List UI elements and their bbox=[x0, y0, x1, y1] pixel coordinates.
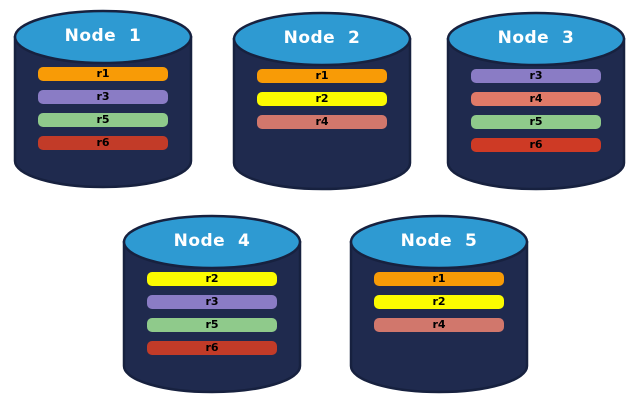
replica-bar: r2 bbox=[374, 295, 504, 309]
database-node-3: Node 3 r3 r4 r5 r6 bbox=[446, 9, 626, 195]
replica-label: r4 bbox=[432, 318, 446, 331]
replica-list: r1 r3 r5 r6 bbox=[38, 67, 168, 150]
replica-label: r3 bbox=[205, 295, 219, 308]
replica-bar: r4 bbox=[374, 318, 504, 332]
replica-label: r4 bbox=[315, 115, 329, 128]
replica-bar: r5 bbox=[38, 113, 168, 127]
replica-bar: r3 bbox=[38, 90, 168, 104]
database-node-5: Node 5 r1 r2 r4 bbox=[349, 212, 529, 398]
replica-label: r6 bbox=[96, 136, 110, 149]
replica-label: r5 bbox=[529, 115, 543, 128]
replica-label: r2 bbox=[315, 92, 329, 105]
replica-bar: r1 bbox=[38, 67, 168, 81]
node-title: Node 2 bbox=[283, 28, 361, 48]
database-node-4: Node 4 r2 r3 r5 r6 bbox=[122, 212, 302, 398]
replica-bar: r3 bbox=[147, 295, 277, 309]
replica-list: r1 r2 r4 bbox=[374, 272, 504, 332]
replica-label: r1 bbox=[96, 67, 110, 80]
replica-label: r1 bbox=[315, 69, 329, 82]
replica-label: r2 bbox=[205, 272, 219, 285]
replica-bar: r4 bbox=[257, 115, 387, 129]
replica-label: r6 bbox=[529, 138, 543, 151]
replica-label: r3 bbox=[96, 90, 110, 103]
replica-list: r2 r3 r5 r6 bbox=[147, 272, 277, 355]
replica-bar: r5 bbox=[147, 318, 277, 332]
replica-bar: r3 bbox=[471, 69, 601, 83]
replica-label: r3 bbox=[529, 69, 543, 82]
replica-bar: r6 bbox=[471, 138, 601, 152]
replica-bar: r1 bbox=[257, 69, 387, 83]
node-title: Node 5 bbox=[400, 231, 478, 251]
replica-bar: r6 bbox=[38, 136, 168, 150]
node-title: Node 3 bbox=[497, 28, 575, 48]
node-title: Node 1 bbox=[64, 26, 142, 46]
node-title: Node 4 bbox=[173, 231, 251, 251]
replica-label: r5 bbox=[96, 113, 110, 126]
replica-bar: r2 bbox=[147, 272, 277, 286]
database-node-2: Node 2 r1 r2 r4 bbox=[232, 9, 412, 195]
replica-list: r3 r4 r5 r6 bbox=[471, 69, 601, 152]
replica-bar: r5 bbox=[471, 115, 601, 129]
replica-bar: r2 bbox=[257, 92, 387, 106]
replica-list: r1 r2 r4 bbox=[257, 69, 387, 129]
replica-label: r5 bbox=[205, 318, 219, 331]
replica-label: r1 bbox=[432, 272, 446, 285]
replica-label: r6 bbox=[205, 341, 219, 354]
replica-label: r4 bbox=[529, 92, 543, 105]
replica-bar: r6 bbox=[147, 341, 277, 355]
replica-label: r2 bbox=[432, 295, 446, 308]
database-node-1: Node 1 r1 r3 r5 r6 bbox=[13, 7, 193, 193]
replica-bar: r4 bbox=[471, 92, 601, 106]
replica-bar: r1 bbox=[374, 272, 504, 286]
